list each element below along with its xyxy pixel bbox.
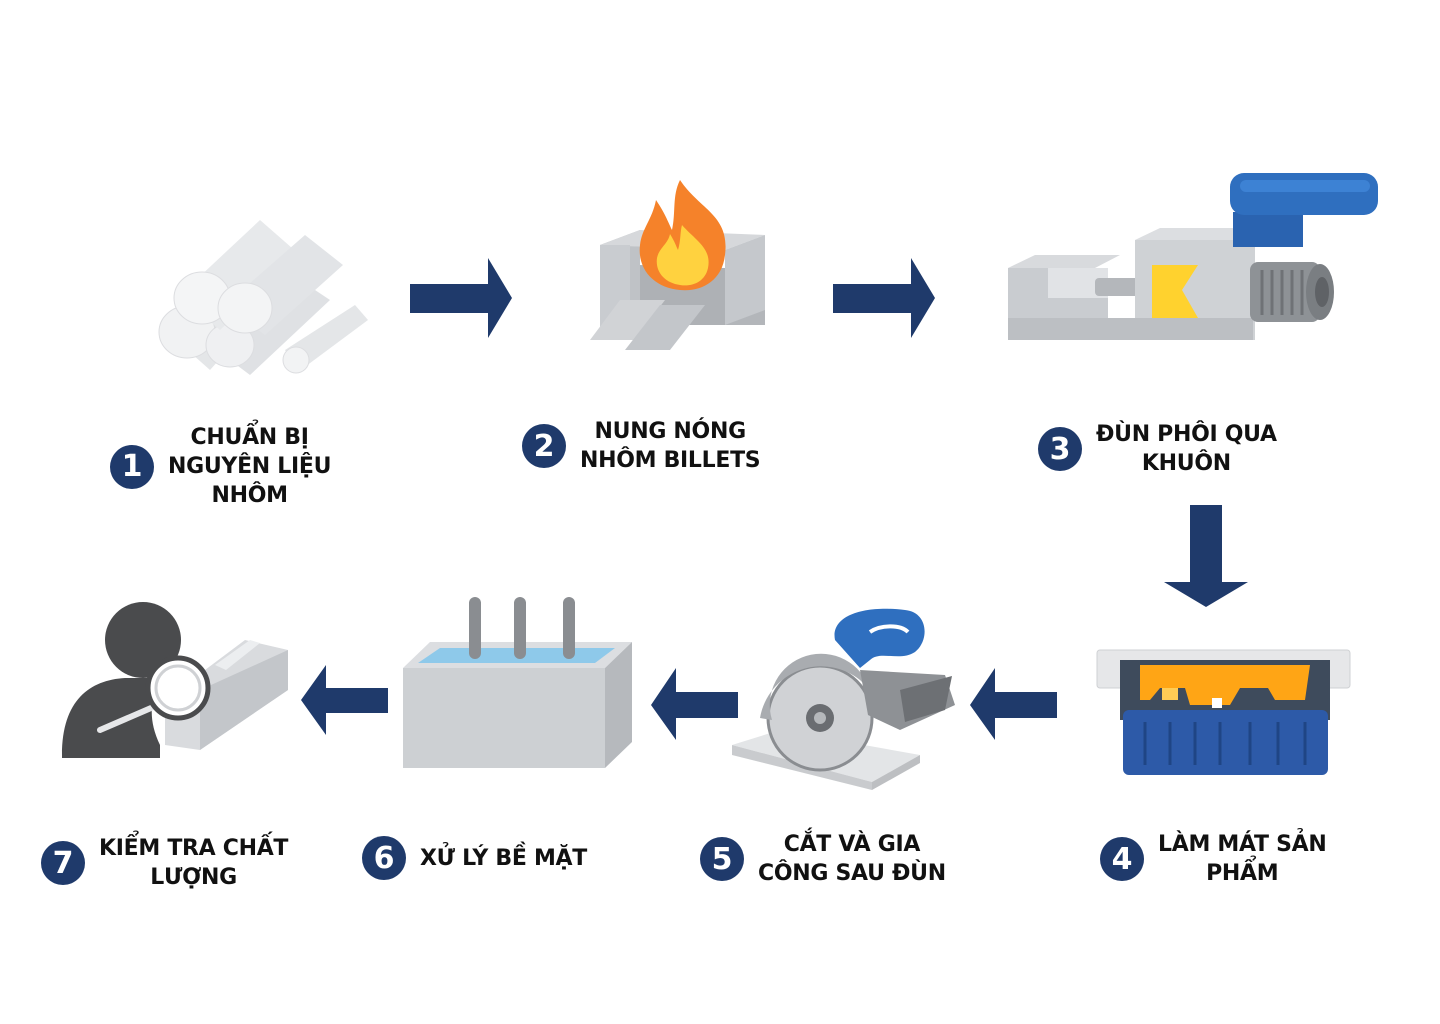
inspection-magnifier-icon (62, 602, 288, 758)
step-2-badge: 2 (522, 424, 566, 468)
arrow-left-4-5 (970, 668, 1057, 740)
step-1-title: CHUẨN BỊ NGUYÊN LIỆU NHÔM (168, 425, 332, 508)
step-1-badge: 1 (110, 444, 154, 489)
step-5-badge: 5 (700, 837, 744, 881)
step-7-title: KIỂM TRA CHẤT LƯỢNG (99, 836, 289, 890)
step-5-title: CẮT VÀ GIA CÔNG SAU ĐÙN (758, 832, 946, 886)
step-4-badge: 4 (1100, 837, 1144, 881)
step-3-title: ĐÙN PHÔI QUA KHUÔN (1096, 422, 1277, 476)
arrow-down-3-4 (1164, 505, 1248, 607)
circular-saw-icon (732, 608, 955, 790)
step-4-title: LÀM MÁT SẢN PHẨM (1158, 832, 1327, 886)
arrow-left-6-7 (301, 665, 388, 735)
arrow-left-5-6 (651, 668, 738, 740)
step-4-label: 4 LÀM MÁT SẢN PHẨM (1100, 830, 1327, 888)
treatment-tank-icon (403, 597, 632, 768)
step-3-label: 3 ĐÙN PHÔI QUA KHUÔN (1038, 420, 1277, 478)
step-3-badge: 3 (1038, 427, 1082, 471)
step-5-label: 5 CẮT VÀ GIA CÔNG SAU ĐÙN (700, 830, 946, 888)
furnace-flame-icon (590, 180, 765, 350)
step-6-label: 6 XỬ LÝ BỀ MẶT (362, 836, 587, 880)
step-7-label: 7 KIỂM TRA CHẤT LƯỢNG (41, 834, 288, 892)
step-2-title: NUNG NÓNG NHÔM BILLETS (580, 419, 761, 473)
step-2-label: 2 NUNG NÓNG NHÔM BILLETS (522, 417, 761, 475)
arrow-right-1-2 (410, 258, 512, 338)
arrow-right-2-3 (833, 258, 935, 338)
step-6-title: XỬ LÝ BỀ MẶT (420, 845, 587, 871)
step-1-label: 1 CHUẨN BỊ NGUYÊN LIỆU NHÔM (110, 423, 331, 510)
arrows (301, 258, 1248, 740)
cooling-table-icon (1096, 649, 1351, 775)
aluminum-billets-icon (158, 220, 368, 375)
extrusion-press-icon (1008, 173, 1378, 340)
step-6-badge: 6 (362, 836, 406, 880)
step-7-badge: 7 (41, 841, 85, 885)
